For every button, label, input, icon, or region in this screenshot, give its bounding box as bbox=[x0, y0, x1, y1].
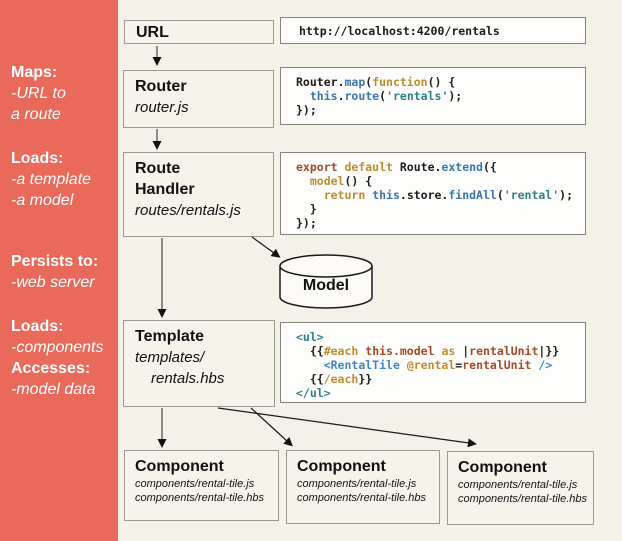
router-code-box: Router.map(function() { this.route('rent… bbox=[280, 67, 586, 125]
note-line: -model data bbox=[11, 381, 96, 398]
route-handler-title-line1: Route bbox=[135, 160, 181, 177]
router-filename: router.js bbox=[135, 99, 189, 116]
note-loads-1: Loads: -a template -a model bbox=[11, 148, 91, 211]
url-title: URL bbox=[136, 24, 169, 41]
component-title: Component bbox=[297, 458, 386, 475]
model-label: Model bbox=[302, 277, 350, 294]
note-line: -a template bbox=[11, 171, 92, 188]
note-line: a route bbox=[11, 106, 61, 123]
component-title: Component bbox=[135, 458, 224, 475]
component-box-2: Component components/rental-tile.js comp… bbox=[286, 450, 440, 524]
annotation-sidebar: Maps: -URL to a route Loads: -a template… bbox=[0, 0, 118, 541]
arrow-route-handler-to-model bbox=[251, 236, 281, 258]
component-file: components/rental-tile.js bbox=[297, 478, 417, 490]
note-line: -a model bbox=[11, 192, 74, 209]
note-loads-accesses: Loads: -components Accesses: -model data bbox=[11, 316, 104, 400]
router-label-box: Router router.js bbox=[123, 70, 274, 128]
route-handler-filename: routes/rentals.js bbox=[135, 202, 241, 219]
note-title: Accesses: bbox=[11, 360, 91, 377]
component-file: components/rental-tile.hbs bbox=[458, 493, 588, 505]
note-title: Persists to: bbox=[11, 253, 99, 270]
component-box-1: Component components/rental-tile.js comp… bbox=[124, 450, 279, 521]
arrow-template-to-component-2 bbox=[250, 407, 293, 447]
template-label-box: Template templates/ rentals.hbs bbox=[123, 320, 275, 407]
router-title: Router bbox=[135, 78, 187, 95]
component-file: components/rental-tile.js bbox=[135, 478, 255, 490]
template-code-box: <ul> {{#each this.model as |rentalUnit|}… bbox=[280, 322, 586, 403]
component-file: components/rental-tile.hbs bbox=[135, 492, 265, 504]
component-title: Component bbox=[458, 459, 547, 476]
note-line: -web server bbox=[11, 274, 95, 291]
component-box-3: Component components/rental-tile.js comp… bbox=[447, 451, 594, 525]
arrow-template-to-component-3 bbox=[217, 407, 477, 448]
url-label-box: URL bbox=[124, 20, 274, 44]
note-title: Loads: bbox=[11, 150, 64, 167]
route-handler-label-box: Route Handler routes/rentals.js bbox=[123, 152, 274, 237]
note-title: Loads: bbox=[11, 318, 64, 335]
route-handler-title-line2: Handler bbox=[135, 181, 195, 198]
note-line: -URL to bbox=[11, 85, 66, 102]
note-title: Maps: bbox=[11, 64, 58, 81]
note-maps: Maps: -URL to a route bbox=[11, 62, 66, 125]
note-persists: Persists to: -web server bbox=[11, 251, 98, 293]
template-title: Template bbox=[135, 328, 205, 345]
template-filename-line2: rentals.hbs bbox=[151, 370, 225, 387]
note-line: -components bbox=[11, 339, 104, 356]
url-code-box: http://localhost:4200/rentals bbox=[280, 17, 586, 44]
component-file: components/rental-tile.hbs bbox=[297, 492, 427, 504]
component-file: components/rental-tile.js bbox=[458, 479, 578, 491]
route-handler-code-box: export default Route.extend({ model() { … bbox=[280, 152, 586, 235]
template-filename-line1: templates/ bbox=[135, 349, 205, 366]
